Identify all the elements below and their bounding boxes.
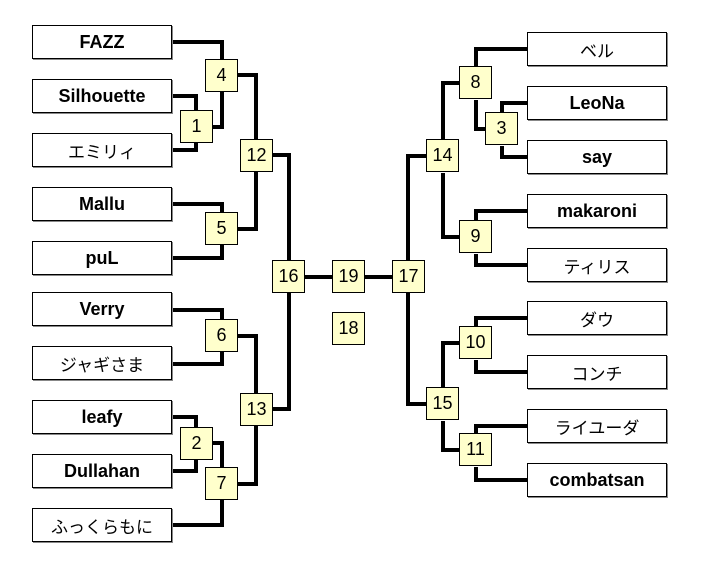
entrant-konchi: コンチ [527, 355, 667, 389]
match-4: 4 [205, 59, 238, 92]
match-10: 10 [459, 326, 492, 359]
entrant-fukkuramoni: ふっくらもに [32, 508, 172, 542]
match-9: 9 [459, 220, 492, 253]
entrant-dau: ダウ [527, 301, 667, 335]
match-3: 3 [485, 112, 518, 145]
entrant-fazz: FAZZ [32, 25, 172, 59]
match-11: 11 [459, 433, 492, 466]
match-12: 12 [240, 139, 273, 172]
entrant-leafy: leafy [32, 400, 172, 434]
entrant-makaroni: makaroni [527, 194, 667, 228]
match-2: 2 [180, 427, 213, 460]
entrant-raiyuda: ライユーダ [527, 409, 667, 443]
entrant-silhouette: Silhouette [32, 79, 172, 113]
match-18: 18 [332, 312, 365, 345]
entrant-emily: エミリィ [32, 133, 172, 167]
match-14: 14 [426, 139, 459, 172]
match-13: 13 [240, 393, 273, 426]
match-17: 17 [392, 260, 425, 293]
match-8: 8 [459, 66, 492, 99]
match-15: 15 [426, 387, 459, 420]
entrant-beru: ベル [527, 32, 667, 66]
match-5: 5 [205, 212, 238, 245]
entrant-tirisu: ティリス [527, 248, 667, 282]
match-19: 19 [332, 260, 365, 293]
match-1: 1 [180, 110, 213, 143]
entrant-verry: Verry [32, 292, 172, 326]
match-16: 16 [272, 260, 305, 293]
entrant-jagisama: ジャギさま [32, 346, 172, 380]
entrant-mallu: Mallu [32, 187, 172, 221]
entrant-combatsan: combatsan [527, 463, 667, 497]
entrant-pul: puL [32, 241, 172, 275]
entrant-say: say [527, 140, 667, 174]
entrant-dullahan: Dullahan [32, 454, 172, 488]
match-7: 7 [205, 467, 238, 500]
match-6: 6 [205, 319, 238, 352]
entrant-leona: LeoNa [527, 86, 667, 120]
